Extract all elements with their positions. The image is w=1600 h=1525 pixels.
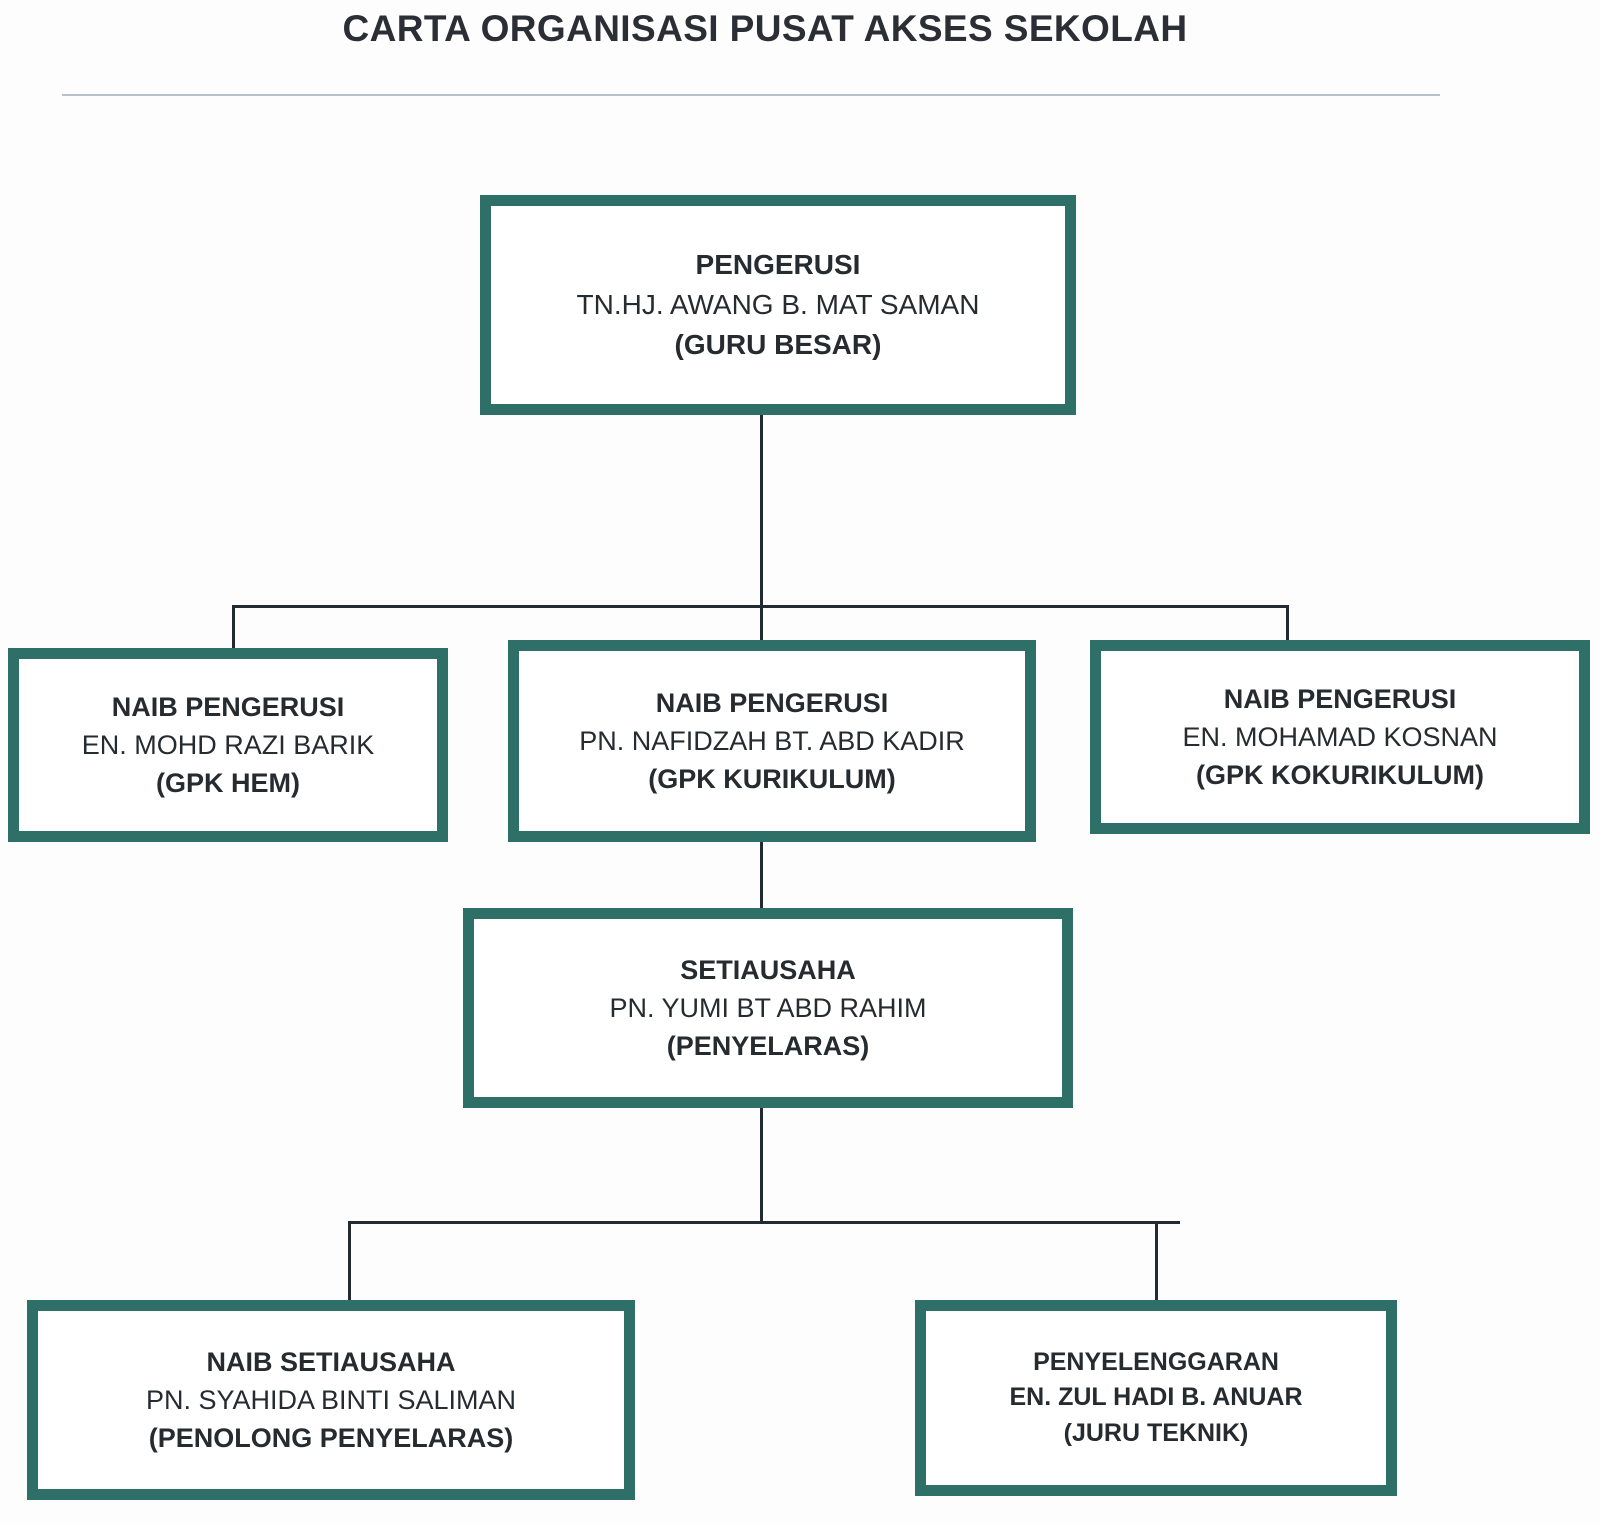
connector-drop-naib-kurikulum [760, 605, 763, 642]
org-node-post: (PENYELARAS) [666, 1031, 870, 1062]
connector-setiausaha-stem [760, 1108, 763, 1223]
org-node-post: (JURU TEKNIK) [1063, 1418, 1249, 1447]
org-node-role: NAIB SETIAUSAHA [206, 1346, 456, 1377]
org-node-content: NAIB PENGERUSI PN. NAFIDZAH BT. ABD KADI… [519, 684, 1025, 799]
org-node-naib-pengerusi-kurikulum[interactable]: NAIB PENGERUSI PN. NAFIDZAH BT. ABD KADI… [508, 640, 1036, 842]
org-node-role: NAIB PENGERUSI [111, 691, 345, 722]
org-node-naib-setiausaha[interactable]: NAIB SETIAUSAHA PN. SYAHIDA BINTI SALIMA… [27, 1300, 635, 1500]
org-node-post: (PENOLONG PENYELARAS) [148, 1423, 514, 1454]
org-node-role: NAIB PENGERUSI [1223, 683, 1457, 714]
org-node-penyelenggaran[interactable]: PENYELENGGARAN EN. ZUL HADI B. ANUAR (JU… [915, 1300, 1397, 1496]
org-node-content: NAIB PENGERUSI EN. MOHD RAZI BARIK (GPK … [19, 688, 437, 803]
org-node-post: (GPK KOKURIKULUM) [1196, 760, 1484, 791]
org-node-content: NAIB SETIAUSAHA PN. SYAHIDA BINTI SALIMA… [38, 1343, 624, 1458]
org-node-name: PN. YUMI BT ABD RAHIM [609, 992, 927, 1023]
org-node-name: PN. NAFIDZAH BT. ABD KADIR [579, 725, 965, 756]
org-node-content: PENYELENGGARAN EN. ZUL HADI B. ANUAR (JU… [926, 1345, 1386, 1452]
connector-pengerusi-stem [760, 415, 763, 607]
org-node-name: EN. ZUL HADI B. ANUAR [1009, 1383, 1303, 1412]
org-node-content: NAIB PENGERUSI EN. MOHAMAD KOSNAN (GPK K… [1101, 680, 1579, 795]
org-node-naib-pengerusi-kokurikulum[interactable]: NAIB PENGERUSI EN. MOHAMAD KOSNAN (GPK K… [1090, 640, 1590, 834]
org-node-content: PENGERUSI TN.HJ. AWANG B. MAT SAMAN (GUR… [491, 245, 1065, 364]
org-node-content: SETIAUSAHA PN. YUMI BT ABD RAHIM (PENYEL… [474, 951, 1062, 1066]
connector-drop-naib-setiausaha [348, 1221, 351, 1301]
org-node-post: (GPK HEM) [156, 768, 300, 799]
connector-drop-naib-hem [232, 605, 235, 650]
connector-drop-penyelenggaran [1155, 1221, 1158, 1301]
org-node-setiausaha[interactable]: SETIAUSAHA PN. YUMI BT ABD RAHIM (PENYEL… [463, 908, 1073, 1108]
connector-kurikulum-to-setiausaha [760, 842, 763, 910]
org-node-post: (GPK KURIKULUM) [648, 764, 896, 795]
org-node-name: PN. SYAHIDA BINTI SALIMAN [145, 1384, 517, 1415]
title-divider [62, 94, 1440, 96]
page-title: CARTA ORGANISASI PUSAT AKSES SEKOLAH [342, 8, 1188, 49]
org-node-post: (GURU BESAR) [674, 328, 882, 360]
org-node-name: EN. MOHAMAD KOSNAN [1182, 721, 1498, 752]
connector-drop-naib-kokurikulum [1286, 605, 1289, 642]
org-node-name: EN. MOHD RAZI BARIK [81, 729, 375, 760]
connector-level4-bus [348, 1221, 1180, 1224]
org-node-role: SETIAUSAHA [680, 954, 856, 985]
org-node-role: PENGERUSI [695, 249, 861, 281]
org-node-role: NAIB PENGERUSI [655, 687, 889, 718]
org-node-pengerusi[interactable]: PENGERUSI TN.HJ. AWANG B. MAT SAMAN (GUR… [480, 195, 1076, 415]
org-node-name: TN.HJ. AWANG B. MAT SAMAN [576, 289, 980, 321]
org-node-role: PENYELENGGARAN [1033, 1347, 1279, 1376]
org-node-naib-pengerusi-hem[interactable]: NAIB PENGERUSI EN. MOHD RAZI BARIK (GPK … [8, 648, 448, 842]
